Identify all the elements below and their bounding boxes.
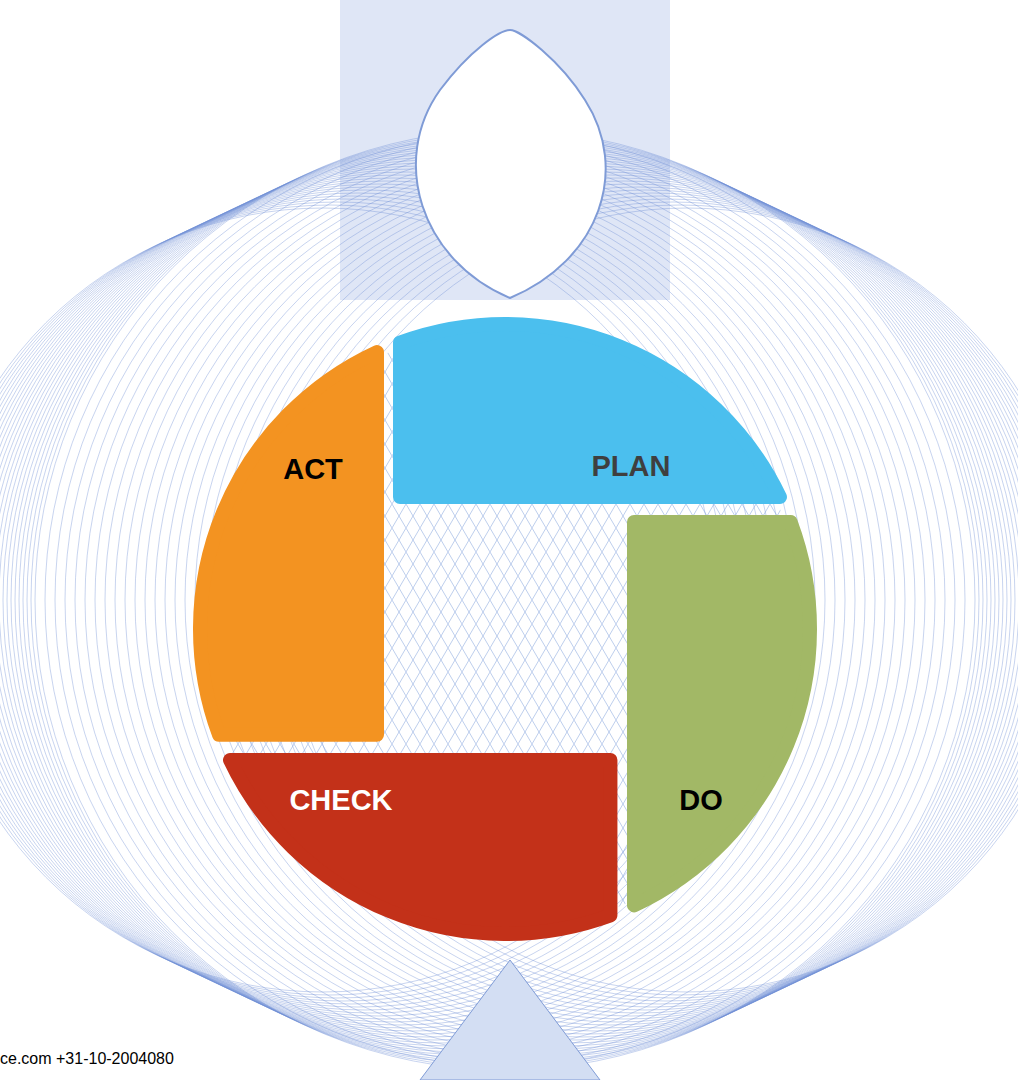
segment-shape: [230, 760, 610, 934]
phase-label: DO: [679, 784, 723, 817]
phase-label: ACT: [283, 452, 343, 485]
ring-line: [0, 175, 825, 1025]
ring-line: [0, 178, 815, 1022]
ring-line: [175, 172, 1018, 1028]
lens-shape: [416, 30, 606, 298]
bottom-peak: [420, 960, 600, 1080]
pdca-segment: PLAN: [400, 324, 780, 497]
segment-shape: [634, 522, 810, 905]
ring-line: [95, 148, 999, 1052]
segment-fill: [230, 760, 610, 934]
phase-label: CHECK: [289, 784, 392, 817]
ring-line: [7, 151, 905, 1049]
segment-shape: [400, 324, 780, 497]
ring-line: [0, 157, 885, 1043]
ring-line: [15, 145, 925, 1055]
segment-shape: [200, 352, 377, 735]
ring-line: [0, 160, 875, 1040]
segment-fill: [200, 352, 377, 735]
ring-line: [115, 154, 1007, 1046]
segment-fill: [634, 522, 810, 905]
contact-note: ce.com +31-10-2004080: [0, 1050, 174, 1068]
ring-line: [3, 154, 895, 1046]
hatch-lines: [200, 320, 810, 940]
ring-line: [105, 151, 1003, 1049]
ring-line: [11, 148, 915, 1052]
segment-fill: [400, 324, 780, 497]
ring-line: [195, 178, 1018, 1022]
pdca-segment: CHECK: [230, 760, 610, 934]
ring-line: [155, 166, 1018, 1034]
ring-line: [125, 157, 1011, 1043]
ring-line: [135, 160, 1015, 1040]
ring-line: [0, 163, 865, 1037]
ring-line: [145, 163, 1018, 1037]
ring-line: [185, 175, 1018, 1025]
top-band: [340, 0, 670, 300]
pdca-segment: DO: [634, 522, 810, 905]
pdca-segment: ACT: [200, 352, 377, 735]
phase-label: PLAN: [592, 450, 671, 483]
ring-line: [165, 169, 1018, 1031]
